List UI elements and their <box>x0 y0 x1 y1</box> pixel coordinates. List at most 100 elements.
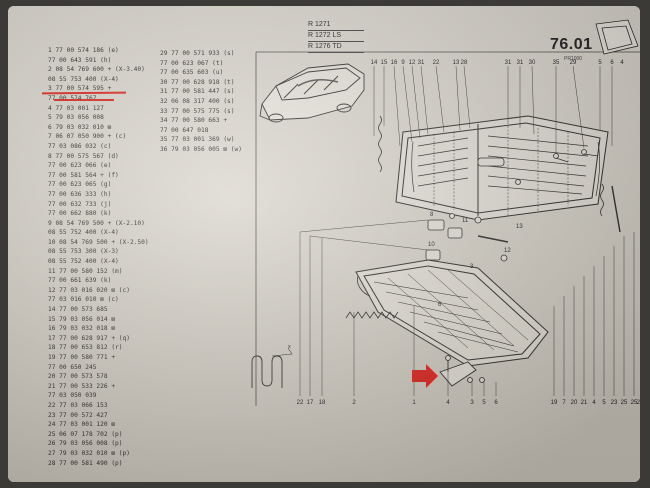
callout-number: 16 <box>391 60 398 66</box>
part-number-row: 10 08 54 769 500 + (X-2.50) <box>48 238 149 246</box>
part-number-row: 29 77 00 571 933 (s) <box>160 50 235 57</box>
fasteners <box>425 149 599 292</box>
part-number-row: 26 79 03 056 008 (p) <box>48 440 123 448</box>
callout-number: 19 <box>551 400 558 406</box>
part-number-row: 77 00 632 733 (j) <box>48 200 112 208</box>
reference-line: R 1271 <box>308 20 364 31</box>
callout-number: 28 <box>461 60 468 66</box>
callout-number: 17 <box>307 400 314 406</box>
callout-number: 8 <box>430 212 434 218</box>
callout-number: 11 <box>462 218 469 224</box>
part-number-row: 08 55 753 400 (X-4) <box>48 75 119 83</box>
callout-number: 5 <box>602 400 606 406</box>
part-number-row: 30 77 00 628 918 (t) <box>160 78 235 86</box>
part-number-row: 77 00 662 880 (k) <box>48 210 112 218</box>
callout-number: 22 <box>297 400 304 406</box>
part-number-row: 5 79 03 056 008 <box>48 114 104 122</box>
callout-number: 6 <box>610 60 614 66</box>
callout-number: 4 <box>620 60 624 66</box>
callout-number: 12 <box>409 60 416 66</box>
corner-seat-thumbnail <box>595 19 639 55</box>
callout-number: 7 <box>562 400 566 406</box>
callout-number: 20 <box>571 400 578 406</box>
section-number: 76.01 <box>550 36 593 53</box>
part-number-row: 35 77 03 001 369 (w) <box>160 136 235 144</box>
callout-number: 35 <box>553 60 560 66</box>
part-number-row: 77 00 650 245 <box>48 363 97 371</box>
part-number-row: 6 79 03 032 010 ⊠ <box>48 123 112 131</box>
reference-line: R 1272 LS <box>308 31 364 42</box>
part-number-row: 19 77 00 580 771 + <box>48 354 116 361</box>
zigzag-spring <box>345 311 399 319</box>
callout-number: 25 <box>621 400 628 406</box>
part-number-row: 27 79 03 032 010 ⊠ (p) <box>48 449 130 457</box>
part-number-row: 33 77 00 575 775 (s) <box>160 107 235 115</box>
callout-number: 13 <box>516 224 523 230</box>
part-number-row: 2 08 54 769 600 + (X-3.40) <box>48 66 145 74</box>
callout-number: 15 <box>381 60 388 66</box>
part-number-row: 31 77 00 581 447 (s) <box>160 88 235 96</box>
callout-number: 4 <box>592 400 596 406</box>
part-number-row: 28 77 00 581 490 (p) <box>48 459 123 467</box>
part-number-row: 32 06 08 317 400 (s) <box>160 97 235 105</box>
vehicle-reference-box: R 1271 R 1272 LS R 1276 TD <box>308 20 364 53</box>
part-number-row: 77 00 581 564 + (f) <box>48 171 119 179</box>
callout-number: 10 <box>428 242 435 248</box>
callout-number: 18 <box>319 400 326 406</box>
part-number-row: 18 77 00 653 812 (r) <box>48 344 123 352</box>
part-number-row: 20 77 00 573 578 <box>48 373 108 381</box>
red-highlight-line <box>54 99 114 101</box>
part-number-row: 77 03 086 032 (c) <box>48 142 112 150</box>
callout-number: 6 <box>494 400 498 406</box>
callout-numbers-bottom: 2217182143561972021452325252726 <box>297 400 640 406</box>
part-number-row: 14 77 00 573 685 <box>48 306 108 314</box>
callout-number: 9 <box>401 60 405 66</box>
part-number-row: 77 03 016 010 ⊠ (c) <box>48 296 119 304</box>
part-number-row: 08 55 753 300 (X-3) <box>48 248 119 256</box>
callout-number: 3 <box>470 264 474 270</box>
callout-number: 22 <box>433 60 440 66</box>
part-number-row: 77 03 050 039 <box>48 392 97 400</box>
part-number-row: 77 00 635 603 (u) <box>160 69 224 77</box>
parts-list-middle: 29 77 00 571 933 (s)77 00 623 067 (t)77 … <box>160 49 242 155</box>
catalog-page: R 1271 R 1272 LS R 1276 TD 76.01 PR1000 … <box>8 6 640 482</box>
callout-number: 1 <box>412 400 416 406</box>
spring-detail-inset <box>251 347 293 388</box>
part-number-row: 77 00 661 639 (k) <box>48 277 112 285</box>
part-number-row: 4 77 03 001 127 <box>48 104 104 112</box>
callout-number: 14 <box>371 60 378 66</box>
part-number-row: 08 55 752 400 (X-4) <box>48 258 119 266</box>
part-number-row: 22 77 03 066 153 <box>48 401 108 409</box>
part-number-row: 12 77 03 016 020 ⊠ (c) <box>48 286 130 294</box>
part-number-row: 21 77 00 533 226 + <box>48 382 116 390</box>
parts-list-left: 1 77 00 574 186 (e)77 00 643 591 (h)2 08… <box>48 46 149 468</box>
callout-number: 31 <box>418 60 425 66</box>
callout-number: 3 <box>470 400 474 406</box>
callout-number: 25 <box>631 400 638 406</box>
callout-number: 6 <box>438 302 442 308</box>
section-subtitle: PR1000 <box>564 56 583 62</box>
part-number-row: 11 77 00 580 152 (m) <box>48 267 123 275</box>
coil-springs <box>378 115 621 233</box>
inset-label: x <box>288 344 291 350</box>
part-number-row: 17 77 00 628 917 + (q) <box>48 334 130 342</box>
part-number-row: 15 79 03 056 014 ⊠ <box>48 315 116 323</box>
part-number-row: 77 00 647 018 <box>160 126 209 134</box>
part-number-row: 1 77 00 574 186 (e) <box>48 47 119 54</box>
reference-line: R 1276 TD <box>308 42 364 53</box>
part-number-row: 77 00 623 065 (g) <box>48 181 112 189</box>
callout-number: 31 <box>505 60 512 66</box>
callout-number: 27 <box>637 400 640 406</box>
part-number-row: 34 77 00 580 663 + <box>160 117 228 125</box>
part-number-row: 77 00 623 066 (e) <box>48 162 112 170</box>
red-pointer-arrow <box>412 364 438 388</box>
callout-number: 29 <box>570 60 577 66</box>
part-number-row: 36 79 03 056 005 ⊠ (w) <box>160 145 242 153</box>
callout-number: 21 <box>581 400 588 406</box>
callout-number: 23 <box>611 400 618 406</box>
callout-number: 30 <box>529 60 536 66</box>
callout-number: 2 <box>352 400 356 406</box>
callout-number: 4 <box>446 400 450 406</box>
